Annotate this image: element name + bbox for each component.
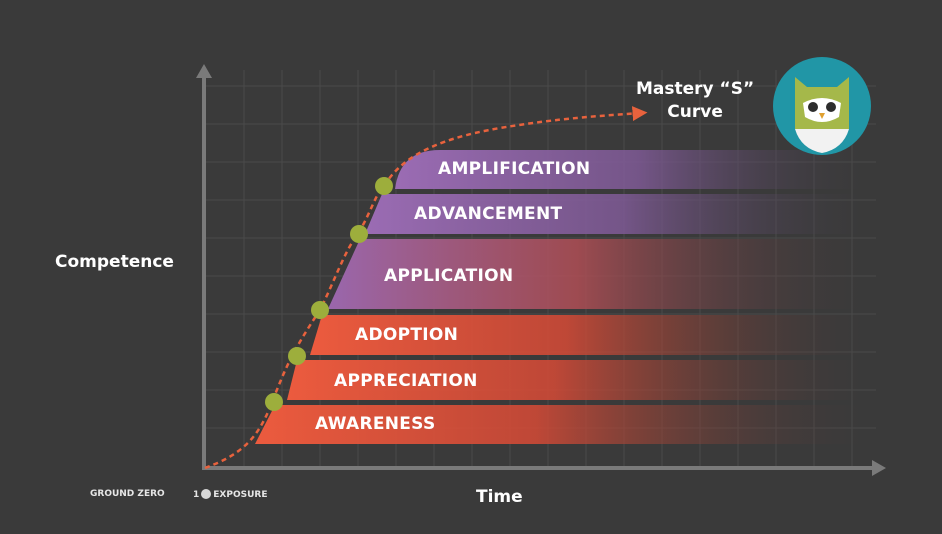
y-axis-label: Competence	[55, 252, 174, 272]
y-axis-arrow	[196, 64, 212, 78]
milestone-dot	[311, 301, 329, 319]
ground-zero-label: GROUND ZERO	[90, 489, 165, 499]
milestone-dot	[350, 225, 368, 243]
stage-label-awareness: AWARENESS	[315, 414, 436, 434]
band-appreciation	[287, 360, 880, 400]
mastery-curve-label: Mastery “S” Curve	[636, 78, 754, 124]
mastery-curve-label-line1: Mastery “S”	[636, 79, 755, 99]
milestone-dot	[375, 177, 393, 195]
owl-icon	[773, 57, 871, 155]
milestone-dot	[288, 347, 306, 365]
milestone-dot	[265, 393, 283, 411]
stage-bands	[255, 150, 880, 444]
x-axis-label: Time	[476, 487, 523, 507]
stage-label-adoption: ADOPTION	[355, 325, 459, 345]
milestone-dots	[265, 177, 393, 411]
x-axis-arrow	[872, 460, 886, 476]
band-awareness	[255, 405, 880, 444]
band-advancement	[365, 194, 880, 234]
band-application	[328, 239, 880, 309]
exposure-marker: 1 EXPOSURE	[193, 489, 267, 500]
stage-label-appreciation: APPRECIATION	[334, 371, 478, 391]
exposure-number: 1	[193, 490, 200, 500]
stage-label-advancement: ADVANCEMENT	[414, 204, 563, 224]
axes	[196, 64, 886, 476]
stage-label-application: APPLICATION	[384, 266, 514, 286]
exposure-label: EXPOSURE	[213, 490, 268, 500]
band-amplification	[395, 150, 880, 189]
band-adoption	[310, 315, 880, 355]
exposure-dot-icon	[201, 489, 212, 499]
mastery-curve-label-line2: Curve	[667, 102, 723, 122]
stage-label-amplification: AMPLIFICATION	[438, 159, 591, 179]
mastery-s-curve	[204, 106, 648, 470]
